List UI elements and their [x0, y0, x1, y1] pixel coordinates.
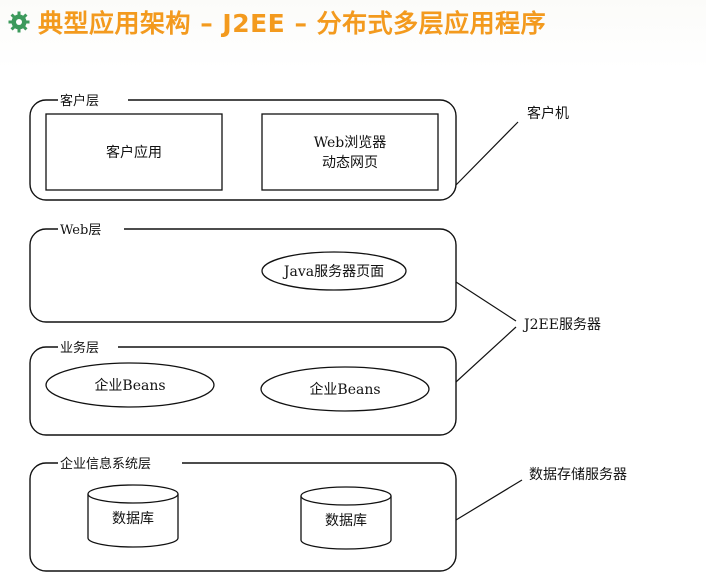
dynamic-page-label: 动态网页: [322, 155, 378, 171]
business-tier-connector: [455, 326, 517, 383]
client-app-box: [45, 113, 223, 191]
web-tier-label: Web层: [60, 223, 101, 238]
slide-title-bar: 典型应用架构 – J2EE – 分布式多层应用程序: [8, 2, 546, 42]
enterprise-bean-label-1: 企业Beans: [94, 377, 165, 394]
eis-tier: 企业信息系统层 数据库 数据库: [29, 456, 457, 572]
storage-server-label: 数据存储服务器: [529, 467, 627, 483]
slide-title: 典型应用架构 – J2EE – 分布式多层应用程序: [38, 9, 547, 38]
web-tier-frame: [29, 228, 457, 323]
client-tier: 客户层 客户应用 Web浏览器 动态网页: [29, 93, 457, 201]
settings-gear-icon: [8, 11, 30, 33]
eis-tier-frame: [29, 462, 457, 572]
label-mask: [58, 340, 118, 354]
jsp-ellipse: [261, 251, 407, 291]
enterprise-bean-ellipse-2: [260, 366, 430, 412]
business-tier: 业务层 企业Beans 企业Beans: [29, 340, 457, 436]
j2ee-server-label: J2EE服务器: [522, 317, 601, 333]
client-tier-frame: [29, 99, 457, 201]
web-tier-connector: [455, 281, 517, 322]
label-mask: [58, 222, 124, 236]
web-browser-box: [261, 113, 439, 191]
database-cylinder-1: [87, 484, 179, 548]
client-machine-label: 客户机: [527, 105, 569, 122]
enterprise-bean-ellipse-1: [45, 362, 215, 408]
client-machine-connector: [455, 121, 519, 186]
database-label-1: 数据库: [112, 511, 154, 527]
web-tier: Web层 Java服务器页面: [29, 222, 457, 323]
connector-lines: [455, 121, 523, 521]
label-mask: [58, 93, 128, 107]
eis-tier-label: 企业信息系统层: [60, 456, 151, 472]
jsp-label: Java服务器页面: [282, 264, 384, 280]
database-cylinder-2: [300, 486, 392, 550]
enterprise-bean-label-2: 企业Beans: [309, 381, 380, 398]
client-tier-label: 客户层: [60, 93, 99, 109]
web-browser-label: Web浏览器: [314, 135, 387, 151]
storage-connector: [455, 479, 523, 521]
label-mask: [58, 456, 182, 470]
business-tier-label: 业务层: [60, 340, 99, 356]
database-label-2: 数据库: [325, 513, 367, 529]
business-tier-frame: [29, 346, 457, 436]
client-app-label: 客户应用: [106, 144, 162, 161]
